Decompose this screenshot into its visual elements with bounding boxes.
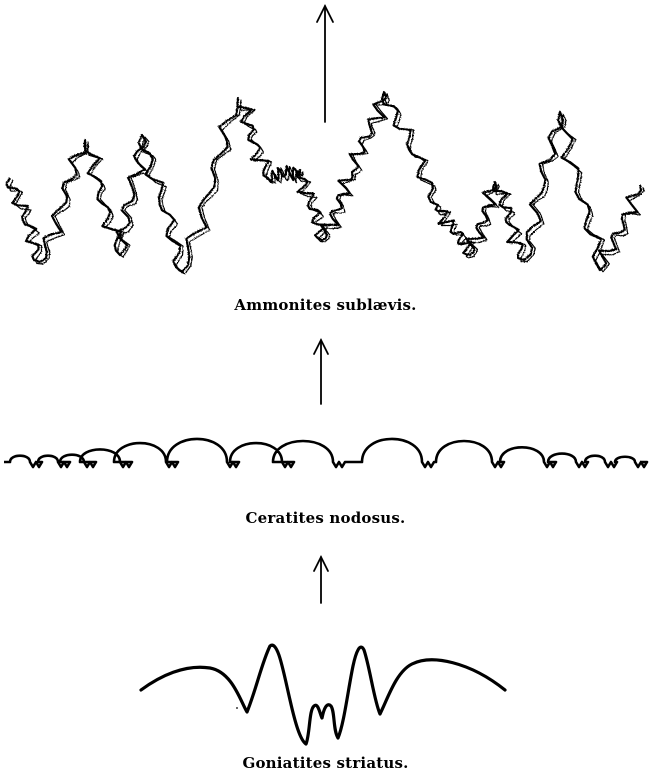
ammonites-frilled-edge — [7, 92, 641, 272]
ceratites-caption: Ceratites nodosus. — [0, 509, 651, 527]
ceratites-saddle-chain — [4, 439, 647, 467]
ink-speck — [236, 707, 238, 709]
goniatites-caption: Goniatites striatus. — [0, 754, 651, 772]
ammonites-caption: Ammonites sublævis. — [0, 296, 651, 314]
ceratites-suture-line — [4, 439, 647, 467]
up-arrow-icon — [317, 6, 333, 122]
up-arrow-icon — [314, 557, 328, 603]
ammonites-frilled-edge-inner — [10, 94, 644, 274]
up-arrow-icon — [314, 340, 328, 404]
goniatites-suture-line — [141, 645, 505, 744]
